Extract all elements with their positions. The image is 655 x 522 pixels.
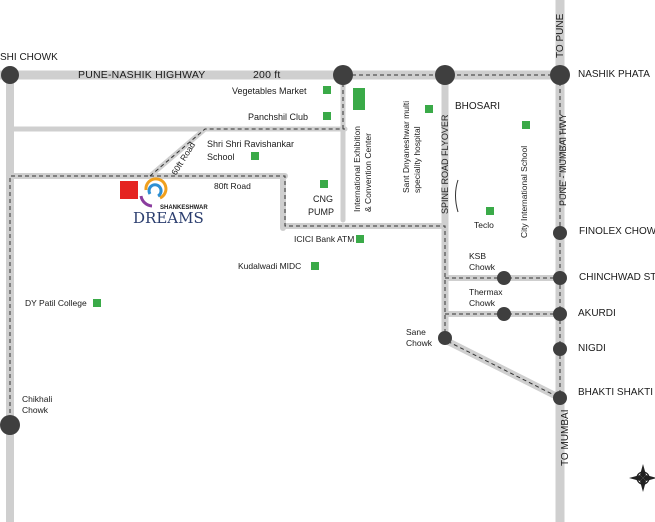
city-school-label: City International School	[519, 145, 529, 238]
sant-hospital-marker	[425, 105, 433, 113]
sane-chowk-node	[438, 331, 452, 345]
finolex-chowk-label: FINOLEX CHOW	[579, 226, 655, 237]
ravishankar-school-label-line1: Shri Shri Ravishankar	[207, 139, 295, 149]
sane-chowk-label-line2: Chowk	[406, 338, 432, 348]
teclo-marker	[486, 207, 494, 215]
compass-icon	[629, 464, 655, 492]
ravishankar-school-label-line2: School	[207, 152, 235, 162]
pune-mumbai-hwy-label: PUNE - MUMBAI HWY	[558, 113, 568, 206]
bhakti-shakti-label: BHAKTI SHAKTI	[578, 387, 654, 398]
nashik-phata-node	[550, 65, 570, 85]
project-logo-swirl	[139, 177, 168, 208]
akurdi-label: AKURDI	[578, 308, 616, 319]
eighty-ft-road-label: 80ft Road	[214, 181, 251, 191]
cng-pump-label-line1: CNG	[313, 194, 333, 204]
chikhali-chowk-node	[0, 415, 20, 435]
sant-hospital-label-line2: speciality hospital	[412, 126, 422, 193]
dy-patil-college-marker	[93, 299, 101, 307]
panchshil-club-label: Panchshil Club	[248, 112, 309, 122]
project-site-marker[interactable]	[120, 181, 138, 199]
junction-node	[333, 65, 353, 85]
exhibition-center-label-line2: & Convention Center	[363, 133, 373, 212]
cng-pump-marker	[320, 180, 328, 188]
sane-to-bhakti-road	[441, 336, 564, 402]
sant-hospital-label-line1: Sant Dnyaneshwar multi	[401, 100, 411, 193]
sane-chowk-label-line1: Sane	[406, 327, 426, 337]
project-brand: SHANKESHWAR	[160, 205, 208, 211]
city-school-marker	[522, 121, 530, 129]
cng-pump-label-line2: PUMP	[308, 207, 335, 217]
pune-nashik-highway-label: PUNE-NASHIK HIGHWAY	[78, 69, 206, 81]
project-name: DREAMS	[133, 209, 204, 227]
icici-atm-marker	[356, 235, 364, 243]
ksb-chowk-label-line1: KSB	[469, 251, 487, 261]
finolex-chowk-node	[553, 226, 567, 240]
teclo-label: Teclo	[474, 220, 494, 230]
kudalwadi-midc-marker	[311, 262, 319, 270]
akurdi-node	[553, 307, 567, 321]
nashik-phata-label: NASHIK PHATA	[578, 69, 650, 80]
thermax-chowk-label-line2: Chowk	[469, 298, 495, 308]
ksb-chowk-label-line2: Chowk	[469, 262, 495, 272]
spine-road-flyover-label: SPINE ROAD FLYOVER	[440, 114, 450, 214]
kudalwadi-midc-label: Kudalwadi MIDC	[238, 261, 302, 271]
chinchwad-station-label: CHINCHWAD ST	[579, 272, 655, 283]
chikhali-chowk-label-line2: Chowk	[22, 405, 48, 415]
bhakti-shakti-node	[553, 391, 567, 405]
nashik-chowk-node	[1, 66, 19, 84]
to-mumbai-label: TO MUMBAI	[560, 409, 571, 466]
route-dash-left	[9, 175, 150, 420]
chikhali-chowk-label-line1: Chikhali	[22, 394, 53, 404]
bhosari-node	[435, 65, 455, 85]
ravishankar-school-marker	[251, 152, 259, 160]
panchshil-club-marker	[323, 112, 331, 120]
nashik-chowk-label: SHI CHOWK	[0, 52, 58, 63]
thermax-chowk-node	[497, 307, 511, 321]
route-dash-spine	[150, 175, 561, 399]
route-dash-top	[342, 74, 560, 129]
thermax-chowk-label-line1: Thermax	[469, 287, 503, 297]
bhosari-label: BHOSARI	[455, 101, 501, 112]
route-dash-60ft	[149, 128, 345, 177]
vegetables-market-marker	[323, 86, 331, 94]
dy-patil-college-label: DY Patil College	[25, 298, 87, 308]
icici-atm-label: ICICI Bank ATM	[294, 234, 355, 244]
road-width-label: 200 ft	[253, 69, 281, 81]
ksb-chowk-node	[497, 271, 511, 285]
to-pune-label: TO PUNE	[555, 13, 566, 58]
chinchwad-node	[553, 271, 567, 285]
nigdi-label: NIGDI	[578, 343, 606, 354]
nigdi-node	[553, 342, 567, 356]
vegetables-market-label: Vegetables Market	[232, 86, 307, 96]
exhibition-center-label-line1: International Exhibition	[352, 125, 362, 212]
flyover-bracket	[455, 179, 459, 213]
exhibition-center-marker	[353, 88, 365, 110]
